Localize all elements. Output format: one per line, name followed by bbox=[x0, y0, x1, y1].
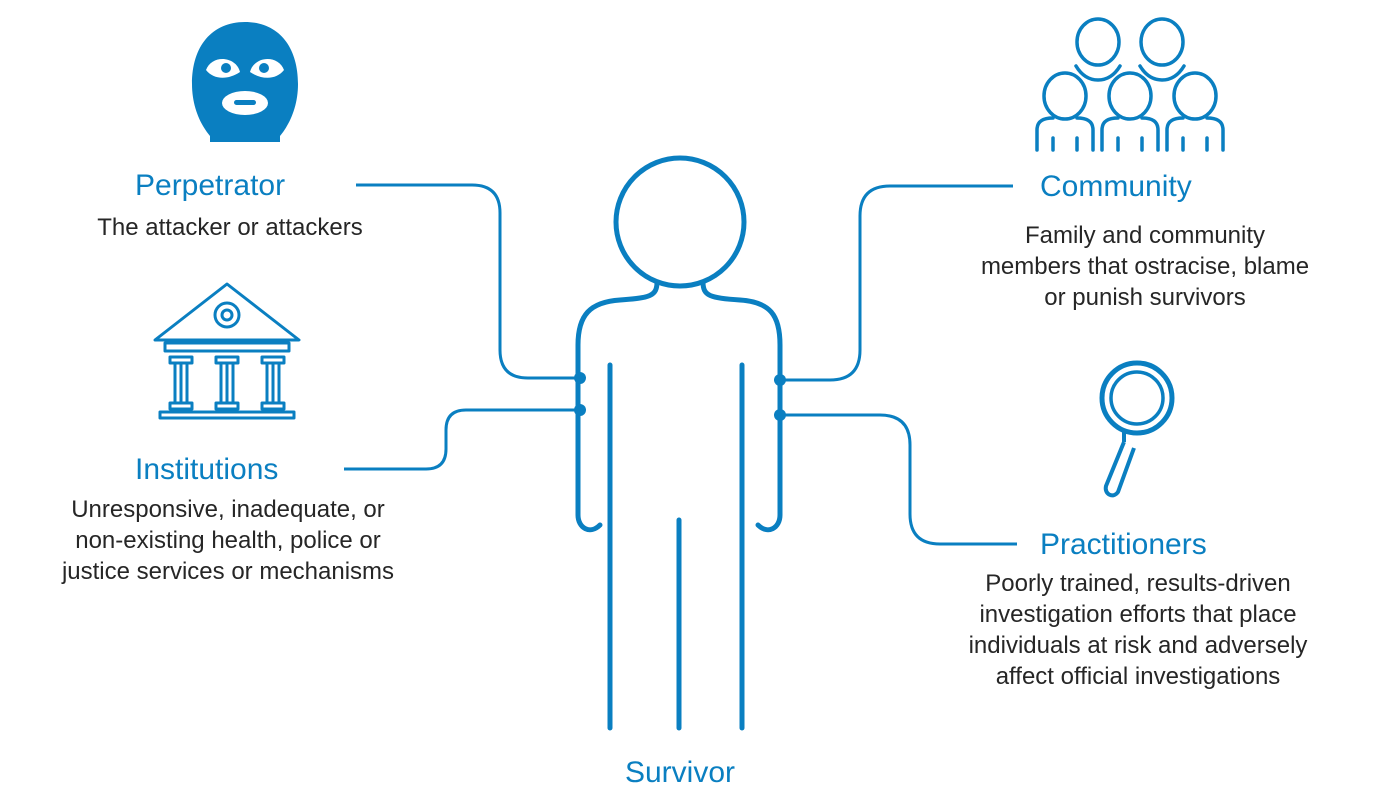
survivor-label: Survivor bbox=[624, 756, 736, 789]
balaclava-mask-icon bbox=[192, 22, 298, 142]
institutions-description: Unresponsive, inadequate, or non-existin… bbox=[0, 494, 456, 587]
connector-dots bbox=[574, 372, 786, 421]
practitioners-line: individuals at risk and adversely bbox=[968, 632, 1308, 659]
courthouse-icon bbox=[153, 282, 301, 420]
perpetrator-title: Perpetrator bbox=[135, 169, 286, 202]
connector-community bbox=[780, 184, 1013, 382]
practitioners-line: investigation efforts that place bbox=[979, 601, 1297, 628]
community-line: or punish survivors bbox=[1044, 284, 1246, 311]
connector-perpetrator bbox=[356, 183, 580, 380]
person-outline-icon bbox=[575, 155, 783, 731]
connector-practitioners bbox=[780, 413, 1017, 546]
practitioners-line: affect official investigations bbox=[995, 663, 1281, 690]
practitioners-title: Practitioners bbox=[1040, 528, 1207, 561]
community-line: members that ostracise, blame bbox=[980, 253, 1310, 280]
institutions-line: justice services or mechanisms bbox=[61, 558, 395, 585]
group-of-people-icon bbox=[1035, 17, 1225, 152]
connector-lines bbox=[344, 183, 1017, 546]
community-title: Community bbox=[1040, 170, 1192, 203]
connector-institutions bbox=[344, 408, 580, 471]
perpetrator-description: The attacker or attackers bbox=[97, 214, 363, 241]
practitioners-description: Poorly trained, results-driven investiga… bbox=[918, 568, 1358, 692]
community-description: Family and community members that ostrac… bbox=[960, 220, 1330, 313]
magnifying-glass-icon bbox=[1099, 360, 1175, 498]
practitioners-line: Poorly trained, results-driven bbox=[985, 570, 1291, 597]
institutions-title: Institutions bbox=[135, 453, 279, 486]
institutions-line: non-existing health, police or bbox=[75, 527, 381, 554]
institutions-line: Unresponsive, inadequate, or bbox=[71, 496, 385, 523]
community-line: Family and community bbox=[1024, 222, 1266, 249]
